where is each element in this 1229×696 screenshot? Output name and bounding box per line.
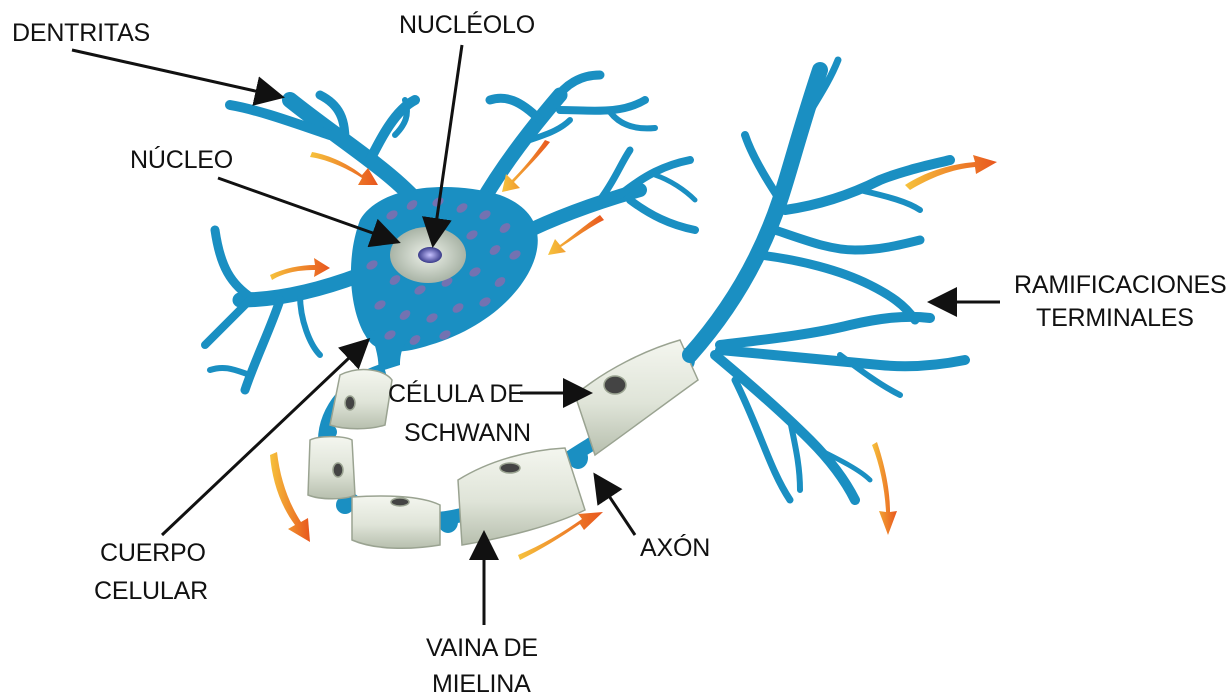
- label-dentritas: DENTRITAS: [12, 19, 150, 47]
- label-celula-schwann-line1: CÉLULA DE: [388, 379, 524, 408]
- label-nucleo: NÚCLEO: [130, 145, 233, 174]
- label-nucleolo: NUCLÉOLO: [399, 10, 535, 39]
- label-celula-schwann-line2: SCHWANN: [404, 419, 531, 447]
- label-vaina-line2: MIELINA: [432, 670, 531, 696]
- label-cuerpo-line1: CUERPO: [100, 539, 206, 567]
- pointer-axon: [595, 475, 635, 535]
- label-cuerpo-line2: CELULAR: [94, 577, 208, 605]
- label-vaina-line1: VAINA DE: [426, 634, 538, 662]
- label-ramificaciones-line1: RAMIFICACIONES: [1014, 271, 1227, 299]
- nucleolus: [418, 247, 442, 263]
- label-ramificaciones-line2: TERMINALES: [1036, 304, 1194, 332]
- label-axon: AXÓN: [640, 533, 710, 562]
- terminal-branches: [690, 60, 965, 500]
- pointer-dentritas: [72, 50, 282, 97]
